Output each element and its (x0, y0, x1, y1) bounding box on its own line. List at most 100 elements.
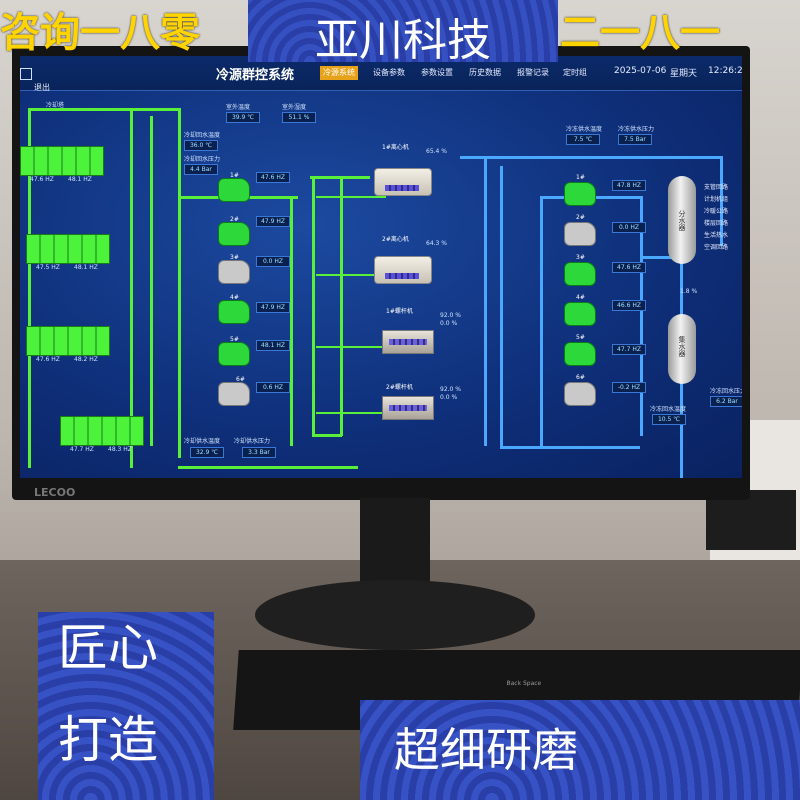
chw-return-pressure-label: 冷冻回水压力 (710, 388, 742, 395)
chiller-name: 1#离心机 (382, 144, 409, 151)
scada-screen: 冷源群控系统 冷源系统 设备参数 参数设置 历史数据 报警记录 定时组 2025… (20, 56, 742, 478)
chiller-load: 65.4 % (426, 148, 447, 155)
cooling-tower-1[interactable] (20, 146, 104, 176)
pipe (720, 156, 723, 246)
time: 12:26:21 (708, 66, 742, 76)
pipe (28, 108, 178, 111)
tower-reading: 47.6 HZ (30, 176, 54, 183)
cooling-tower-2[interactable] (26, 234, 110, 264)
cooling-tower-4[interactable] (60, 416, 144, 446)
cooling-pump-6[interactable] (218, 382, 250, 406)
pump-name: 2# (576, 214, 585, 221)
pump-freq: 47.9 HZ (256, 216, 290, 227)
bottom-banner: 超细研磨 (360, 700, 800, 800)
pipe (640, 256, 680, 259)
pump-name: 5# (576, 334, 585, 341)
centrifugal-chiller-2[interactable] (374, 256, 432, 284)
chw-supply-pressure-label: 冷冻供水压力 (618, 126, 655, 133)
pump-name: 4# (230, 294, 239, 301)
outdoor-temp-label: 室外温度 (226, 104, 251, 111)
pipe (312, 176, 315, 436)
pipe (28, 108, 31, 468)
tab-cold-source[interactable]: 冷源系统 (320, 66, 358, 80)
tower-reading: 47.6 HZ (36, 356, 60, 363)
pump-freq: 47.7 HZ (612, 344, 646, 355)
pump-freq: 47.6 HZ (612, 262, 646, 273)
pump-name: 2# (230, 216, 239, 223)
pipe (150, 116, 153, 446)
cooling-pump-2[interactable] (218, 222, 250, 246)
chiller-sub: 0.0 % (440, 394, 458, 401)
pump-freq: 46.6 HZ (612, 300, 646, 311)
collector-label: 集水器 (678, 336, 686, 357)
pump-freq: 47.9 HZ (256, 302, 290, 313)
pump-name: 6# (236, 376, 245, 383)
computer-box (706, 490, 796, 550)
screw-chiller-2[interactable] (382, 396, 434, 420)
chw-return-temp-value: 10.5 ℃ (652, 414, 686, 425)
cooling-pump-1[interactable] (218, 178, 250, 202)
chilled-pump-4[interactable] (564, 302, 596, 326)
cooling-pump-3[interactable] (218, 260, 250, 284)
cw-supply-pressure-label: 冷却供水压力 (234, 438, 271, 445)
pump-freq: 48.1 HZ (256, 340, 290, 351)
screw-chiller-1[interactable] (382, 330, 434, 354)
cooling-tower-label: 冷却塔 (46, 102, 65, 109)
exit-button[interactable]: 退出 (34, 83, 50, 92)
cooling-pump-5[interactable] (218, 342, 250, 366)
tower-reading: 48.3 HZ (108, 446, 132, 453)
pipe (178, 466, 358, 469)
chilled-pump-5[interactable] (564, 342, 596, 366)
home-icon[interactable] (20, 68, 32, 80)
centrifugal-chiller-1[interactable] (374, 168, 432, 196)
weekday: 星期天 (670, 69, 698, 79)
tower-reading: 47.7 HZ (70, 446, 94, 453)
pump-freq: 47.6 HZ (256, 172, 290, 183)
pipe (500, 446, 640, 449)
pipe (460, 156, 720, 159)
chiller-name: 2#离心机 (382, 236, 409, 243)
pump-freq: 47.8 HZ (612, 180, 646, 191)
chilled-pump-3[interactable] (564, 262, 596, 286)
water-collector[interactable]: 集水器 (668, 314, 696, 384)
pipe (484, 156, 487, 446)
cw-return-temp-label: 冷却回水温度 (184, 132, 221, 139)
cw-supply-temp-value: 32.9 ℃ (190, 447, 224, 458)
pipe (340, 176, 343, 436)
tower-reading: 48.1 HZ (68, 176, 92, 183)
pipe (500, 166, 503, 446)
tab-device-params[interactable]: 设备参数 (373, 68, 405, 77)
tab-timer-group[interactable]: 定时组 (563, 68, 587, 77)
branch-label: 楼层回路 (704, 220, 729, 227)
pump-freq: 0.6 HZ (256, 382, 290, 393)
chw-return-temp-label: 冷冻回水温度 (650, 406, 687, 413)
pipe (178, 108, 181, 458)
cooling-pump-4[interactable] (218, 300, 250, 324)
cw-supply-pressure-value: 3.3 Bar (242, 447, 276, 458)
branch-label: 空调回路 (704, 244, 729, 251)
pipe (130, 108, 133, 468)
cooling-tower-3[interactable] (26, 326, 110, 356)
pump-name: 1# (576, 174, 585, 181)
company-name: 亚川科技 (315, 15, 491, 66)
company-banner: 亚川科技 (248, 0, 558, 66)
chilled-pump-6[interactable] (564, 382, 596, 406)
water-distributor[interactable]: 分水器 (668, 176, 696, 264)
chilled-pump-1[interactable] (564, 182, 596, 206)
backspace-label: Back Space (506, 680, 542, 687)
cw-return-temp-value: 36.0 ℃ (184, 140, 218, 151)
chilled-pump-2[interactable] (564, 222, 596, 246)
chw-supply-temp-value: 7.5 ℃ (566, 134, 600, 145)
outdoor-temp-value: 39.9 ℃ (226, 112, 260, 123)
pump-freq: -0.2 HZ (612, 382, 646, 393)
branch-label: 计划机组 (704, 196, 729, 203)
tab-param-settings[interactable]: 参数设置 (421, 68, 453, 77)
chw-supply-pressure-value: 7.5 Bar (618, 134, 652, 145)
chiller-sub: 0.0 % (440, 320, 458, 327)
tab-history[interactable]: 历史数据 (469, 68, 501, 77)
tab-alarms[interactable]: 报警记录 (517, 68, 549, 77)
slogan-panel: 匠心 打造 (38, 612, 214, 800)
pump-freq: 0.0 HZ (256, 256, 290, 267)
bypass-valve-opening: 1.8 % (680, 288, 698, 295)
pipe (316, 274, 386, 276)
